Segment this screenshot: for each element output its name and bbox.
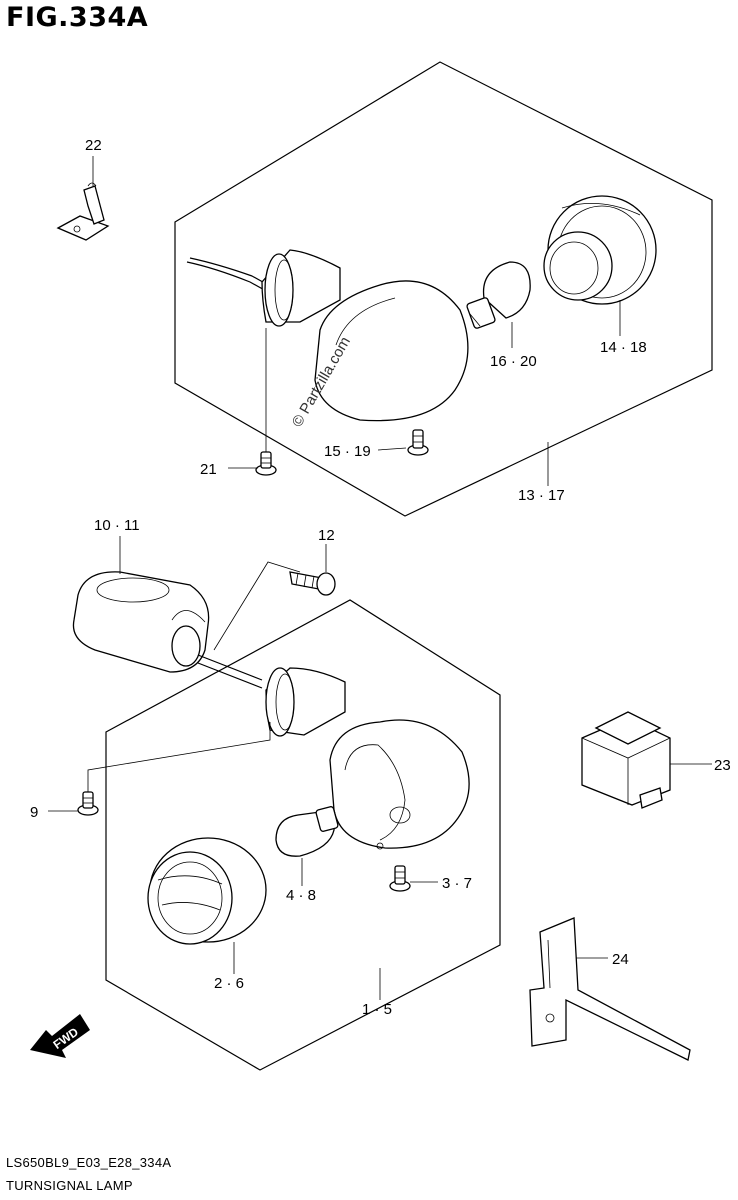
callout-10-11: 10 · 11 <box>94 517 140 534</box>
part-1-5-lower-turnsignal-lamp[interactable] <box>197 654 470 850</box>
part-24-bracket[interactable] <box>529 917 691 1061</box>
leader-lines <box>48 156 712 1000</box>
part-16-20-bulb[interactable] <box>466 261 531 329</box>
callout-9: 9 <box>30 804 38 821</box>
fwd-arrow-icon: FWD <box>30 1014 90 1058</box>
part-4-8-bulb[interactable] <box>275 806 339 857</box>
callout-1-5: 1 · 5 <box>362 1001 392 1018</box>
part-2-6-lens[interactable] <box>147 837 267 945</box>
part-9-screw[interactable] <box>77 791 99 816</box>
callout-23: 23 <box>714 757 731 774</box>
callout-3-7: 3 · 7 <box>442 875 472 892</box>
callout-22: 22 <box>85 137 102 154</box>
figure-name: TURNSIGNAL LAMP <box>6 1178 133 1193</box>
part-22-clip-bracket[interactable] <box>56 182 110 241</box>
part-23-relay[interactable] <box>581 711 671 809</box>
part-14-18-lens[interactable] <box>543 195 657 305</box>
callout-13-17: 13 · 17 <box>518 487 565 504</box>
part-13-17-upper-turnsignal-lamp[interactable] <box>186 249 469 422</box>
callout-2-6: 2 · 6 <box>214 975 244 992</box>
callout-21: 21 <box>200 461 217 478</box>
part-21-screw[interactable] <box>255 451 277 476</box>
callout-24: 24 <box>612 951 629 968</box>
part-15-19-screw[interactable] <box>407 429 429 456</box>
callout-15-19: 15 · 19 <box>324 443 371 460</box>
callout-16-20: 16 · 20 <box>490 353 537 370</box>
part-12-bolt[interactable] <box>289 571 336 596</box>
figure-code: LS650BL9_E03_E28_334A <box>6 1155 172 1170</box>
callout-4-8: 4 · 8 <box>286 887 316 904</box>
part-3-7-screw[interactable] <box>389 865 411 892</box>
part-10-11-bracket-cover[interactable] <box>72 571 210 673</box>
figure-title: FIG.334A <box>6 2 149 33</box>
callout-14-18: 14 · 18 <box>600 339 647 356</box>
callout-12: 12 <box>318 527 335 544</box>
upper-assembly-outline <box>174 61 713 517</box>
lower-assembly-outline <box>105 599 501 1071</box>
